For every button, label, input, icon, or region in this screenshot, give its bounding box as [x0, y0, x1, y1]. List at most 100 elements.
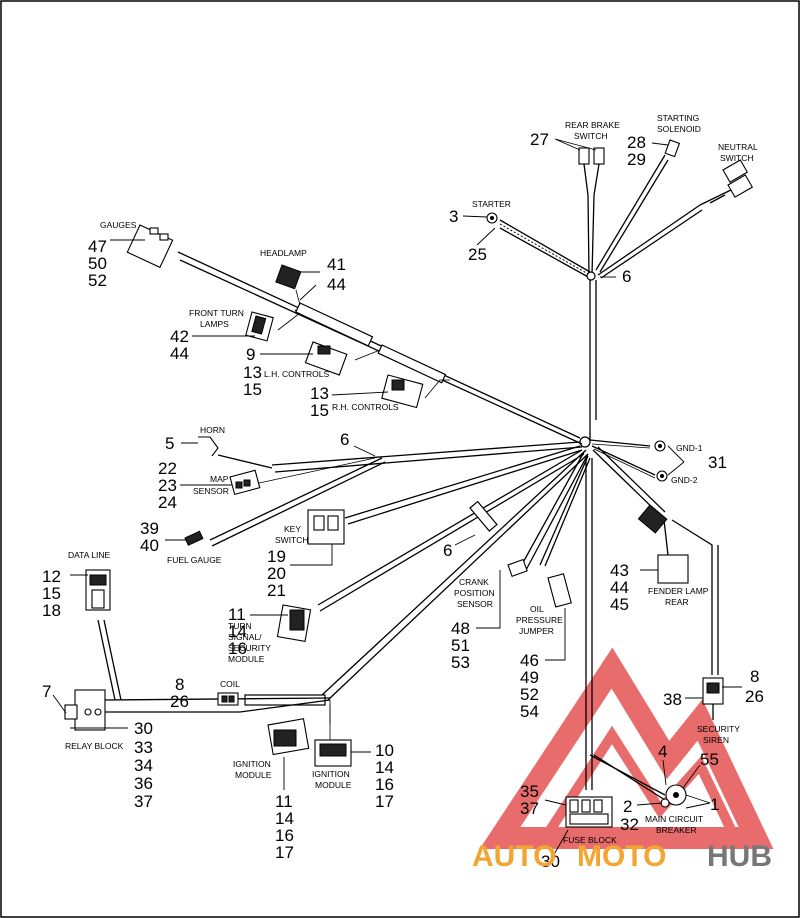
callout: 27 — [530, 130, 549, 149]
callout: 40 — [140, 536, 159, 555]
label-data-line: DATA LINE — [68, 550, 111, 560]
callout: 44 — [327, 275, 346, 294]
callout: 13 — [310, 384, 329, 403]
label-ign-left-1: IGNITION — [233, 759, 271, 769]
callout: 48 — [451, 619, 470, 638]
callout-numbers: 27 28 29 3 25 6 47 50 52 41 44 42 44 9 1… — [42, 130, 764, 871]
label-fender-1: FENDER LAMP — [648, 586, 709, 596]
callout: 30 — [541, 852, 560, 871]
data-line-connector-icon — [85, 569, 111, 611]
label-coil: COIL — [220, 679, 240, 689]
label-front-turn-2: LAMPS — [200, 319, 229, 329]
watermark-hub: HUB — [707, 840, 772, 873]
label-turn-3: SECURITY — [228, 643, 271, 653]
callout: 6 — [622, 267, 631, 286]
label-turn-2: SIGNAL/ — [228, 632, 262, 642]
callout: 17 — [275, 843, 294, 862]
label-headlamp: HEADLAMP — [260, 248, 307, 258]
starting-solenoid-icon — [664, 139, 681, 158]
label-neutral-1: NEUTRAL — [718, 142, 758, 152]
label-oil-2: PRESSURE — [516, 615, 563, 625]
label-ign-right-2: MODULE — [315, 780, 352, 790]
callout: 3 — [449, 207, 458, 226]
ground-terminal-icon — [654, 440, 668, 482]
callout: 7 — [42, 682, 51, 701]
callout: 33 — [134, 738, 153, 757]
rh-controls-connector-icon — [381, 374, 450, 409]
label-siren-1: SECURITY — [697, 724, 740, 734]
label-horn: HORN — [200, 425, 225, 435]
callout: 11 — [228, 605, 246, 624]
callout: 28 — [627, 133, 646, 152]
callout: 14 — [275, 809, 294, 828]
callout: 32 — [620, 815, 639, 834]
callout: 31 — [708, 453, 727, 472]
neutral-switch-icon — [709, 159, 754, 204]
callout: 23 — [158, 476, 177, 495]
map-sensor-icon — [229, 469, 261, 496]
callout: 14 — [375, 758, 394, 777]
label-ign-left-2: MODULE — [235, 770, 272, 780]
callout: 52 — [520, 685, 539, 704]
callout: 15 — [243, 380, 262, 399]
callout: 16 — [275, 826, 294, 845]
callout: 44 — [170, 344, 189, 363]
crank-position-sensor-icon — [507, 558, 528, 577]
callout: 26 — [745, 687, 764, 706]
main-harness — [97, 154, 736, 801]
turn-signal-module-icon — [276, 604, 312, 643]
callout: 19 — [267, 547, 286, 566]
label-siren-2: SIREN — [703, 735, 729, 745]
label-neutral-2: SWITCH — [720, 153, 754, 163]
label-crank-3: SENSOR — [457, 599, 493, 609]
callout: 21 — [267, 581, 286, 600]
callout: 20 — [267, 564, 286, 583]
callout: 35 — [520, 782, 539, 801]
callout: 38 — [663, 690, 682, 709]
label-breaker-1: MAIN CIRCUIT — [645, 814, 703, 824]
label-breaker-2: BREAKER — [656, 825, 697, 835]
label-starter: STARTER — [472, 199, 511, 209]
callout: 37 — [520, 799, 539, 818]
key-switch-icon — [307, 509, 345, 545]
label-key-1: KEY — [284, 524, 301, 534]
label-oil-1: OIL — [530, 604, 544, 614]
label-gnd2: GND-2 — [671, 475, 698, 485]
label-rear-brake-2: SWITCH — [574, 131, 608, 141]
watermark-auto: AUTO — [472, 840, 556, 873]
label-starting-solenoid-1: STARTING — [657, 113, 699, 123]
label-oil-3: JUMPER — [519, 626, 554, 636]
label-relay-block: RELAY BLOCK — [65, 741, 124, 751]
component-labels: REAR BRAKE SWITCH STARTING SOLENOID NEUT… — [65, 113, 758, 845]
callout: 15 — [42, 584, 61, 603]
callout: 54 — [520, 702, 539, 721]
callout: 6 — [340, 430, 349, 449]
callout: 15 — [310, 401, 329, 420]
callout: 41 — [327, 255, 346, 274]
callout: 55 — [700, 750, 719, 769]
gauges-connector-icon — [126, 224, 174, 269]
label-front-turn-1: FRONT TURN — [189, 308, 244, 318]
label-turn-4: MODULE — [228, 654, 265, 664]
coil-connector-icon — [217, 692, 239, 706]
callout: 25 — [468, 245, 487, 264]
callout: 29 — [627, 150, 646, 169]
callout: 49 — [520, 668, 539, 687]
label-rear-brake-1: REAR BRAKE — [565, 120, 620, 130]
callout: 10 — [375, 741, 394, 760]
callout: 45 — [610, 595, 629, 614]
callout: 34 — [134, 756, 153, 775]
label-lh-controls: L.H. CONTROLS — [264, 369, 330, 379]
front-turn-lamps-connector-icon — [245, 311, 301, 342]
callout: 13 — [243, 363, 262, 382]
callout: 53 — [451, 653, 470, 672]
label-fuel-gauge: FUEL GAUGE — [167, 555, 222, 565]
callout: 18 — [42, 601, 61, 620]
callout: 26 — [170, 692, 189, 711]
watermark-text: AUTO MOTO HUB — [472, 840, 772, 873]
security-siren-icon — [702, 677, 724, 720]
callout: 46 — [520, 651, 539, 670]
label-crank-1: CRANK — [459, 577, 489, 587]
label-starting-solenoid-2: SOLENOID — [657, 124, 701, 134]
callout: 22 — [158, 459, 177, 478]
